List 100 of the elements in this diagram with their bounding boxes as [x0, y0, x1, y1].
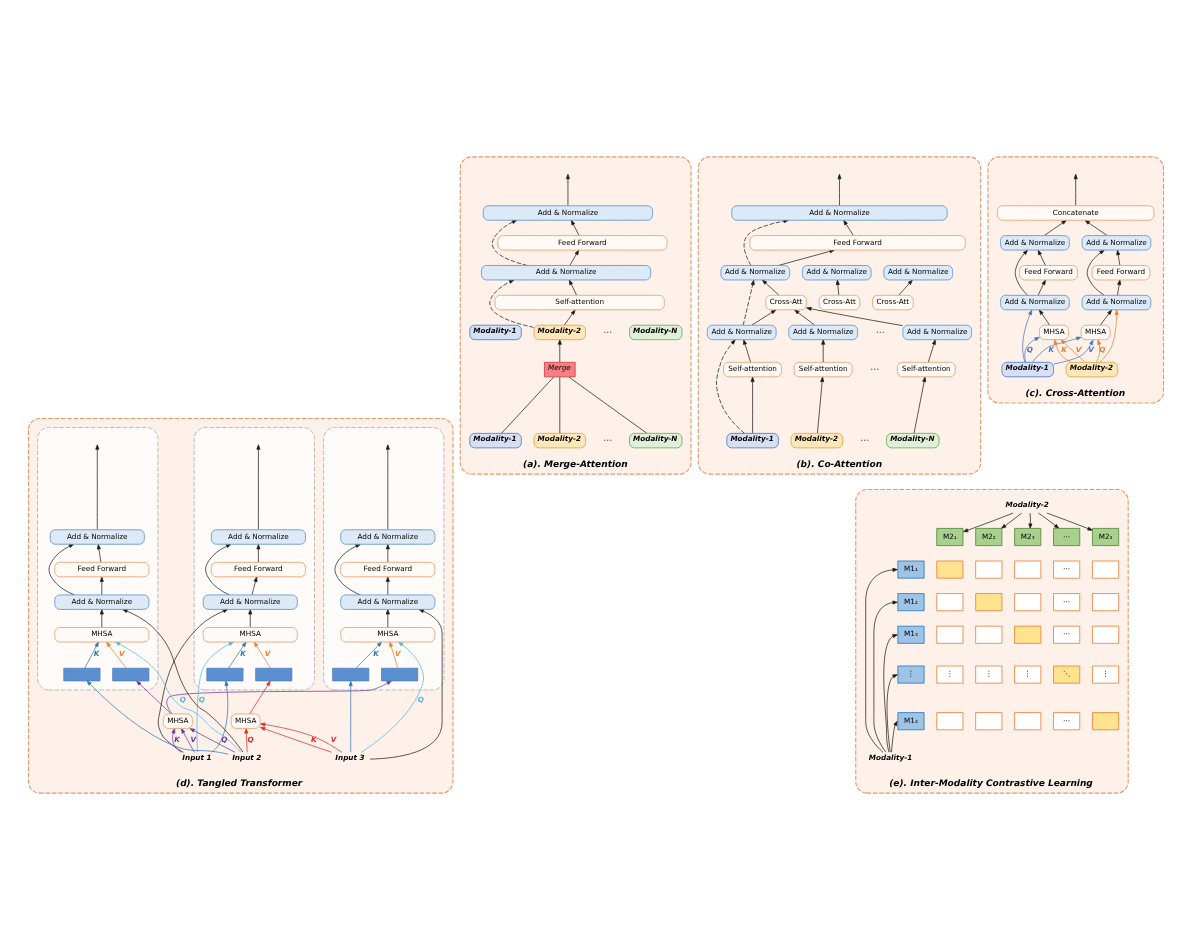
- arrow: [963, 511, 1014, 532]
- arrow: [1038, 511, 1060, 528]
- node-box: [975, 624, 1003, 643]
- arrow: [891, 719, 898, 752]
- arrow: [211, 679, 229, 752]
- arrow: [835, 278, 840, 295]
- arrow: [385, 608, 390, 627]
- arrow: [742, 278, 755, 325]
- arrow: [566, 172, 570, 205]
- node-box: [1092, 559, 1120, 578]
- arrow: [181, 727, 195, 752]
- arrow: [1001, 511, 1022, 528]
- node-box: [1092, 711, 1120, 730]
- arrow: [189, 727, 236, 752]
- node-box: [936, 559, 964, 578]
- arrow: [355, 640, 382, 668]
- arrow: [1117, 278, 1122, 295]
- arrow: [1095, 338, 1102, 362]
- node-box: [255, 666, 293, 681]
- arrow: [1039, 308, 1050, 325]
- arrow: [385, 575, 390, 595]
- arrow: [570, 219, 580, 235]
- arrow: [1044, 219, 1067, 235]
- arrow: [260, 721, 343, 752]
- arrow: [1028, 511, 1033, 528]
- arrow: [1014, 248, 1028, 295]
- arrow: [95, 443, 100, 529]
- arrow: [251, 575, 258, 595]
- arrow: [750, 375, 755, 433]
- node-box: [1014, 592, 1042, 611]
- arrow: [883, 633, 898, 752]
- arrow: [743, 338, 751, 362]
- arrow: [1024, 335, 1040, 362]
- arrow: [806, 305, 903, 325]
- arrow: [1022, 308, 1033, 362]
- cluster: [37, 426, 159, 690]
- arrow: [865, 566, 898, 752]
- arrow: [913, 375, 927, 433]
- arrow: [249, 679, 271, 714]
- arrow: [1086, 248, 1105, 295]
- arrow: [1084, 219, 1108, 235]
- arrow: [1060, 338, 1086, 362]
- node-box: [975, 592, 1003, 611]
- arrow: [248, 608, 253, 627]
- arrow: [84, 640, 99, 668]
- arrow: [873, 599, 898, 752]
- arrow: [564, 308, 576, 325]
- arrow: [1099, 308, 1119, 362]
- arrow: [568, 278, 577, 295]
- connector: [568, 375, 648, 433]
- arrow: [886, 673, 898, 752]
- arrow: [256, 543, 261, 562]
- node-box: [936, 711, 964, 730]
- arrow: [1053, 338, 1094, 364]
- arrow: [86, 679, 229, 754]
- arrow: [385, 443, 390, 529]
- arrow: [794, 308, 815, 325]
- node-box: [1014, 624, 1042, 643]
- arrow: [253, 640, 271, 668]
- arrow: [1037, 278, 1046, 295]
- arrow: [762, 278, 780, 295]
- arrow: [1037, 248, 1046, 265]
- arrow: [256, 443, 261, 529]
- arrow: [97, 543, 102, 562]
- arrow: [389, 640, 399, 668]
- arrow: [1046, 511, 1093, 530]
- node-box: [206, 666, 244, 681]
- arrow: [843, 219, 854, 235]
- node-box: [975, 711, 1003, 730]
- arrow: [557, 338, 562, 362]
- node-box: [936, 624, 964, 643]
- arrow: [817, 375, 825, 433]
- arrow: [360, 640, 424, 752]
- node-box: [936, 592, 964, 611]
- node-box: [1092, 592, 1120, 611]
- arrow: [751, 308, 777, 325]
- arrow: [1100, 308, 1112, 325]
- arrow: [1116, 248, 1121, 265]
- arrow: [898, 278, 913, 295]
- arrow: [1032, 335, 1082, 362]
- node-box: [1092, 624, 1120, 643]
- node-box: [975, 559, 1003, 578]
- arrow: [928, 338, 936, 362]
- arrow: [1073, 172, 1078, 205]
- arrow: [244, 727, 249, 752]
- node-box: [1014, 559, 1042, 578]
- arrow: [385, 543, 390, 562]
- node-box: [381, 666, 419, 681]
- arrow: [99, 575, 104, 595]
- node-box: [1014, 711, 1042, 730]
- arrow: [716, 338, 745, 433]
- arrow: [837, 172, 842, 205]
- arrow: [260, 726, 333, 752]
- arrow: [821, 338, 826, 362]
- arrow: [171, 727, 182, 752]
- arrow: [348, 679, 353, 752]
- node-box: [332, 666, 370, 681]
- node-box: [63, 666, 101, 681]
- arrow: [136, 679, 172, 714]
- connector: [501, 375, 555, 433]
